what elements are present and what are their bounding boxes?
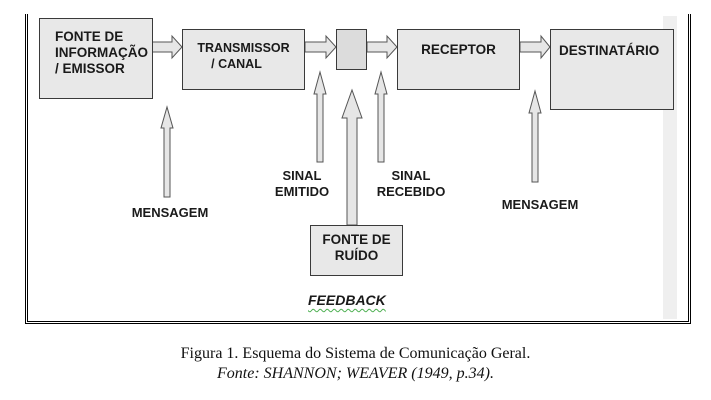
figure-frame bbox=[25, 14, 691, 324]
transmitter-line1: TRANSMISSOR bbox=[197, 41, 290, 55]
noise-line2: RUÍDO bbox=[334, 248, 379, 263]
label-feedback: FEEDBACK bbox=[308, 292, 386, 308]
arrow-source-to-transmitter bbox=[151, 34, 183, 60]
arrow-message-left bbox=[160, 105, 174, 198]
signal-received-line1: SINAL bbox=[391, 168, 431, 183]
receiver-label: RECEPTOR bbox=[421, 42, 496, 57]
arrows-layer bbox=[151, 34, 551, 226]
label-message-right: MENSAGEM bbox=[501, 197, 579, 212]
figure-caption-source: Fonte: SHANNON; WEAVER (1949, p.34). bbox=[217, 365, 494, 382]
arrow-transmitter-to-channel bbox=[304, 34, 337, 60]
label-signal-emitted: SINAL EMITIDO bbox=[262, 168, 342, 200]
label-signal-received: SINAL RECEBIDO bbox=[368, 168, 454, 200]
receiver-box: RECEPTOR bbox=[397, 29, 520, 90]
channel-block bbox=[336, 29, 367, 70]
noise-line1: FONTE DE bbox=[322, 232, 391, 247]
transmitter-line2: / CANAL bbox=[211, 57, 262, 71]
signal-emitted-line1: SINAL bbox=[282, 168, 322, 183]
arrow-signal-received bbox=[374, 70, 388, 163]
source-line1: FONTE DE bbox=[55, 29, 124, 44]
destination-label: DESTINATÁRIO bbox=[559, 43, 660, 58]
signal-emitted-line2: EMITIDO bbox=[274, 184, 330, 199]
arrow-receiver-to-destination bbox=[519, 34, 551, 60]
arrow-message-right bbox=[528, 89, 542, 183]
transmitter-box: TRANSMISSOR / CANAL bbox=[182, 29, 305, 90]
label-message-left: MENSAGEM bbox=[131, 205, 209, 220]
arrow-noise bbox=[341, 88, 363, 226]
destination-box: DESTINATÁRIO bbox=[550, 29, 674, 110]
arrow-signal-emitted bbox=[313, 70, 327, 163]
source-box: FONTE DE INFORMAÇÃO / EMISSOR bbox=[39, 18, 153, 99]
source-line2: INFORMAÇÃO bbox=[55, 45, 148, 60]
noise-source-box: FONTE DE RUÍDO bbox=[310, 225, 403, 276]
signal-received-line2: RECEBIDO bbox=[376, 184, 446, 199]
source-line3: / EMISSOR bbox=[55, 61, 125, 76]
figure-caption-title: Figura 1. Esquema do Sistema de Comunica… bbox=[180, 345, 531, 362]
arrow-channel-to-receiver bbox=[366, 34, 398, 60]
